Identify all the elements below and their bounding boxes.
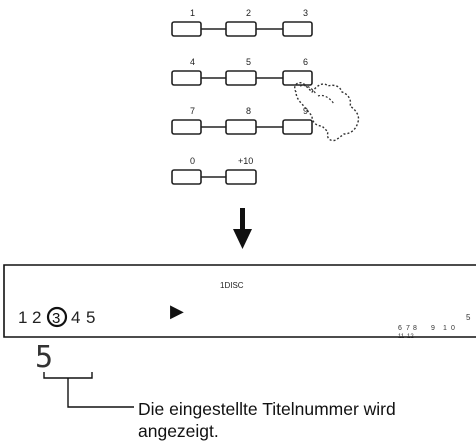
key-2-label: 2 [246, 8, 251, 18]
keypad-row-3: 7 8 9 [171, 106, 313, 135]
track-number-readout: 5 [35, 340, 53, 375]
key-0-button[interactable] [171, 169, 202, 185]
display-panel-frame [3, 264, 476, 338]
disc-number-2: 2 [32, 308, 41, 327]
keypad-row-2: 4 5 6 [171, 57, 313, 86]
disc-number-3: 3 [52, 310, 60, 327]
current-disc-ring [46, 306, 68, 328]
down-arrow-icon [233, 208, 252, 249]
calendar-number: 6 [398, 325, 402, 332]
disc-mode-label: 1DISC [220, 281, 244, 290]
key-9-button[interactable] [282, 119, 313, 135]
disc-indicator: 1 2 3 4 5 [18, 306, 95, 328]
key-9-label: 9 [303, 106, 308, 116]
key-3-label: 3 [303, 8, 308, 18]
caption-line-1: Die eingestellte Titelnummer wird [138, 399, 396, 419]
key-7-button[interactable] [171, 119, 202, 135]
key-2-button[interactable] [225, 21, 257, 37]
play-indicator-icon: ▶ [170, 301, 184, 322]
key-0-label: 0 [190, 156, 195, 166]
calendar-number: 9 [431, 325, 435, 332]
key-7-label: 7 [190, 106, 195, 116]
key-4-label: 4 [190, 57, 195, 67]
calendar-number: 11 [398, 334, 405, 340]
keypad-row-1: 1 2 3 [171, 8, 313, 37]
key-plus10-button[interactable] [225, 169, 257, 185]
caption-text: Die eingestellte Titelnummer wird angeze… [138, 398, 474, 442]
key-plus10-label: +10 [238, 156, 253, 166]
key-8-button[interactable] [225, 119, 257, 135]
calendar-number: 1 [443, 325, 447, 332]
disc-number-5: 5 [86, 308, 95, 327]
keypad-row-4: 0 +10 [171, 156, 257, 185]
track-calendar: 6 7 8 9 1 0 11 12 5 [398, 313, 471, 340]
disc-number-4: 4 [71, 308, 80, 327]
calendar-number: 0 [451, 325, 455, 332]
key-4-button[interactable] [171, 70, 202, 86]
pointing-hand-finger [299, 84, 335, 105]
key-6-button[interactable] [282, 70, 313, 86]
callout-line [67, 378, 134, 408]
caption-line-2: angezeigt. [138, 421, 219, 441]
calendar-number: 8 [413, 325, 417, 332]
keypad: 1 2 3 4 5 6 7 8 9 [171, 8, 313, 185]
key-1-label: 1 [190, 8, 195, 18]
disc-number-1: 1 [18, 308, 27, 327]
key-3-button[interactable] [282, 21, 313, 37]
key-1-button[interactable] [171, 21, 202, 37]
calendar-edge-digit: 5 [466, 313, 471, 322]
key-8-label: 8 [246, 106, 251, 116]
key-5-button[interactable] [225, 70, 257, 86]
key-6-label: 6 [303, 57, 308, 67]
calendar-number: 7 [406, 325, 410, 332]
calendar-number: 12 [407, 334, 414, 340]
key-5-label: 5 [246, 57, 251, 67]
